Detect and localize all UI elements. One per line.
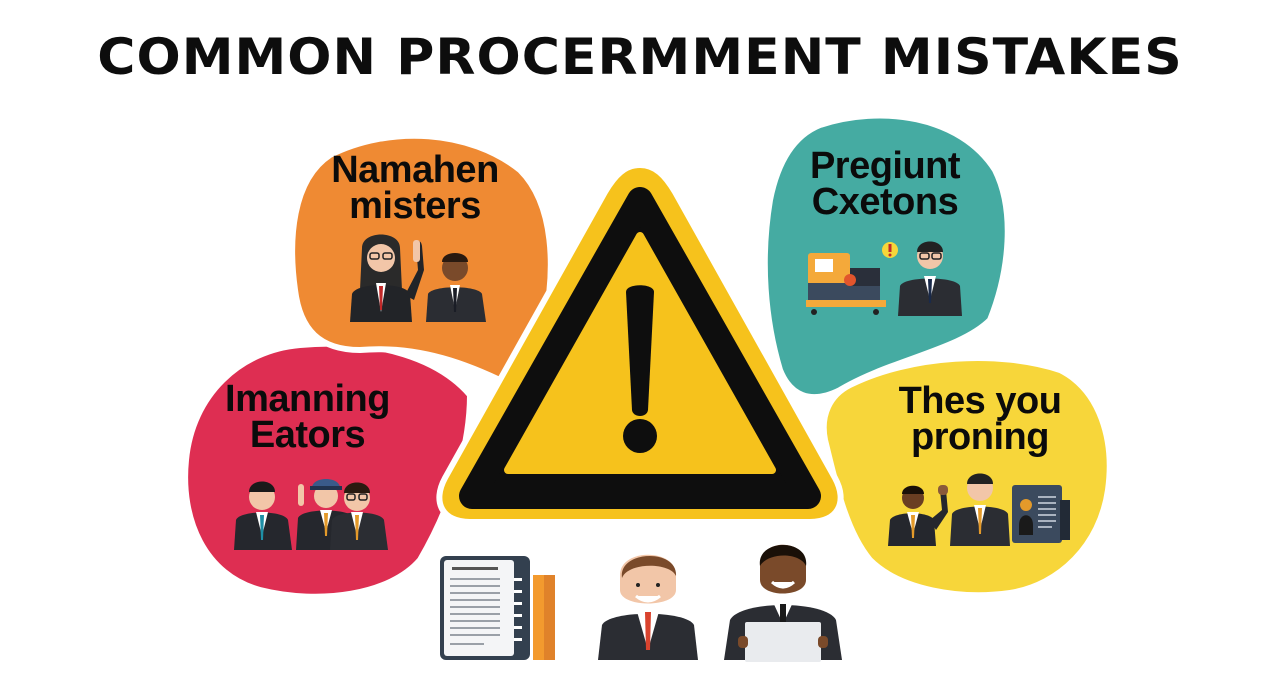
yellow-bubble-label-line2: proning: [911, 416, 1049, 458]
red-bubble-label-line1: Imanning: [225, 378, 390, 420]
businessman-waving-icon: [888, 485, 948, 546]
businessman-with-glasses-icon: [330, 482, 388, 550]
yellow-bubble-label-line1: Thes you: [898, 380, 1062, 422]
machine-with-alert-icon: [806, 242, 898, 315]
orange-bubble-label-line2: misters: [349, 185, 481, 227]
clipboard-document-icon: [440, 556, 555, 660]
warning-triangle-icon: [436, 161, 844, 525]
red-bubble-label: Imanning Eators: [200, 378, 415, 456]
businessman-with-glasses-icon: [898, 241, 962, 316]
red-bubble-label-line2: Eators: [249, 414, 366, 456]
orange-bubble-label: Namahen misters: [300, 149, 530, 227]
businessman-holding-paper-icon: [724, 544, 842, 662]
businesswoman-with-glasses-pointing-icon: [350, 234, 424, 322]
page-title: COMMON PROCERMMENT MISTAKES: [97, 28, 1183, 86]
teal-bubble-label-line1: Pregiunt: [809, 145, 961, 187]
id-document-icon: [1012, 485, 1070, 543]
orange-bubble-label-line1: Namahen: [331, 149, 499, 191]
yellow-bubble-label: Thes you proning: [870, 380, 1090, 458]
businessman-icon: [950, 473, 1010, 546]
businessman-smiling-icon: [426, 253, 486, 322]
teal-bubble-label-line2: Cxetons: [811, 181, 959, 223]
businessman-red-tie-icon: [598, 554, 698, 660]
businessman-icon: [234, 481, 292, 550]
teal-bubble-label: Pregiunt Cxetons: [780, 145, 990, 223]
